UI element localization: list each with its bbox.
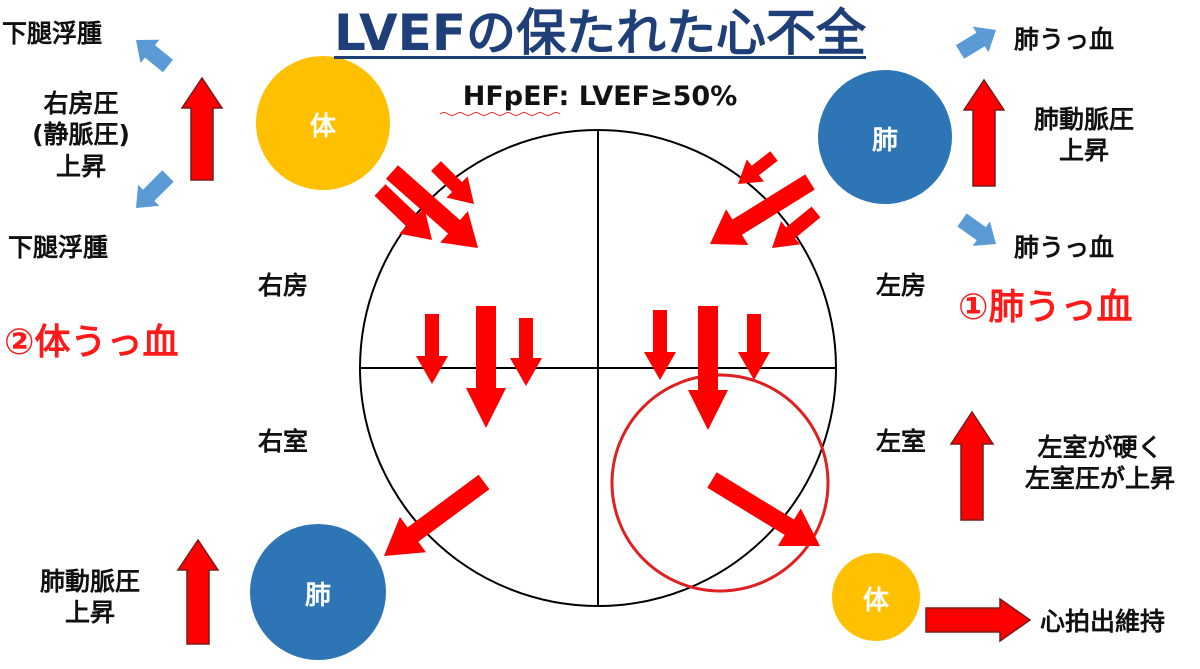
lung-node-top-label: 肺 (871, 126, 898, 156)
leg-edema-bottom: 下腿浮腫 (8, 233, 109, 262)
arrow-ra-pressure-up (180, 76, 224, 181)
ra-pressure-line2: (静脈圧) (32, 120, 130, 150)
arrow-ra-to-rv-1 (416, 314, 448, 384)
arrow-pa-pressure-up-left (176, 538, 220, 645)
arrow-body-to-ra-1 (374, 184, 432, 240)
pa-pressure-right-line2: 上昇 (1058, 136, 1109, 166)
arrow-la-to-lv-3 (738, 314, 770, 380)
left-atrium-label: 左房 (876, 271, 927, 300)
arrow-body-to-ra-2 (386, 165, 478, 248)
arrow-la-to-lv-2 (688, 306, 728, 430)
arrow-edema-bottom (136, 170, 174, 208)
pulmonary-congestion-label: ①肺うっ血 (958, 287, 1133, 328)
arrow-edema-top (136, 39, 173, 73)
ra-pressure-line1: 右房圧 (43, 89, 119, 118)
arrow-cardiac-output (925, 597, 1032, 643)
lung-node-top (818, 70, 952, 204)
lv-stiffness-label: 左室が硬く 左室圧が上昇 (1000, 432, 1200, 495)
ra-pressure-line3: 上昇 (55, 151, 106, 181)
cardiac-output-label: 心拍出維持 (1040, 607, 1166, 636)
right-atrium-label: 右房 (258, 271, 309, 300)
body-node-top (256, 56, 390, 190)
page-title: LVEFの保たれた心不全 (334, 4, 866, 62)
pa-pressure-right-line1: 肺動脈圧 (1033, 105, 1134, 134)
arrow-ra-to-rv-2 (466, 306, 506, 428)
pa-pressure-left-line2: 上昇 (64, 598, 115, 628)
arrow-congestion-bottom (957, 213, 996, 246)
arrow-lung-to-la-1 (738, 151, 778, 184)
arrow-pa-pressure-up-right (962, 78, 1006, 187)
arrow-rv-to-lung (384, 474, 490, 556)
lv-stiffness-line1: 左室が硬く (1037, 433, 1163, 462)
arrow-lung-to-la-2 (710, 174, 815, 245)
body-node-top-label: 体 (309, 112, 336, 142)
arrow-lung-to-la-3 (772, 206, 821, 248)
body-node-bottom-label: 体 (862, 586, 889, 616)
ra-pressure-label: 右房圧 (静脈圧) 上昇 (6, 88, 156, 182)
lung-node-bottom-label: 肺 (304, 581, 331, 611)
pulmonary-congestion-top: 肺うっ血 (1014, 25, 1115, 54)
page-subtitle: HFpEF: LVEF≥50% (462, 81, 738, 112)
arrow-ra-to-rv-3 (510, 318, 542, 386)
left-ventricle-highlight (610, 373, 830, 593)
arrow-lv-pressure-up (949, 410, 995, 521)
right-ventricle-label: 右室 (258, 427, 309, 456)
arrow-congestion-top (955, 26, 996, 59)
left-ventricle-label: 左室 (876, 427, 927, 456)
body-node-bottom (832, 553, 920, 641)
arrow-la-to-lv-1 (644, 310, 676, 380)
flow-arrows (136, 26, 1032, 645)
pa-pressure-right-label: 肺動脈圧 上昇 (1014, 104, 1154, 167)
subtitle-underline (439, 112, 561, 116)
pulmonary-congestion-bottom: 肺うっ血 (1014, 233, 1115, 262)
leg-edema-top: 下腿浮腫 (2, 19, 103, 48)
lv-stiffness-line2: 左室圧が上昇 (1024, 464, 1175, 494)
pa-pressure-left-label: 肺動脈圧 上昇 (20, 566, 160, 629)
systemic-congestion-label: ②体うっ血 (4, 322, 179, 363)
arrow-body-to-ra-3 (431, 161, 474, 204)
arrow-lv-to-body (707, 472, 820, 546)
pa-pressure-left-line1: 肺動脈圧 (39, 567, 140, 596)
lung-node-bottom (250, 524, 386, 660)
